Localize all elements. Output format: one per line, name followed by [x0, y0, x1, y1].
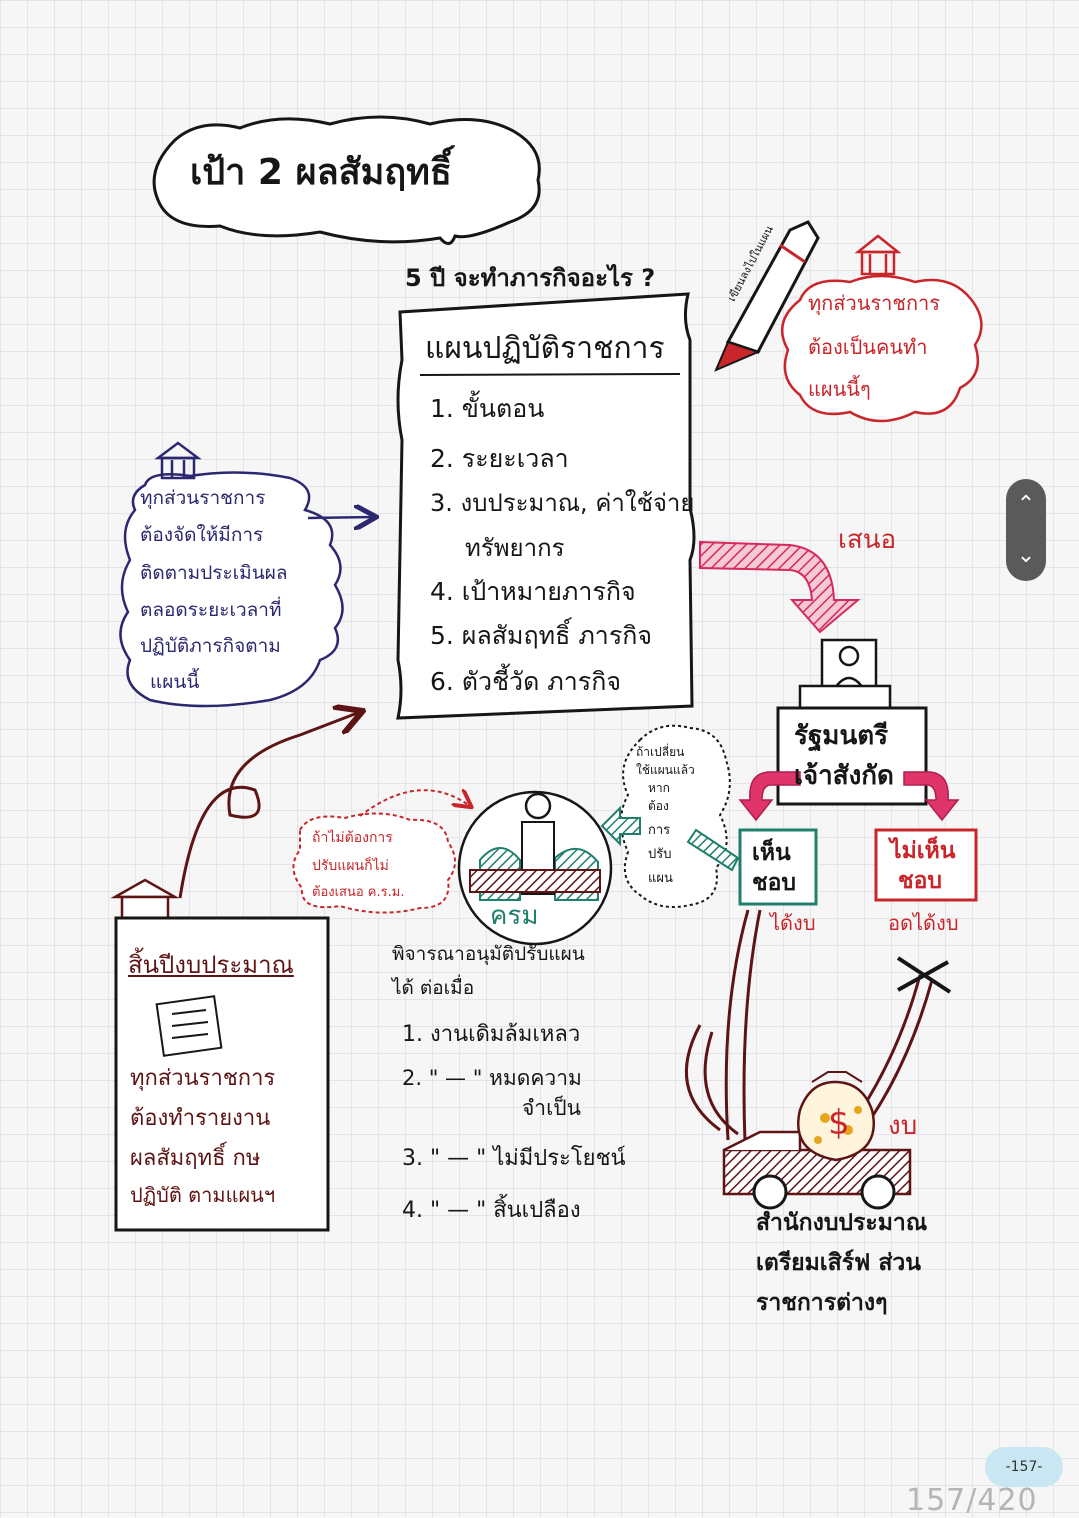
red-cloud-line-1: ทุกส่วนราชการ [808, 291, 941, 315]
teal-cloud-line-2: ใช้แผนแล้ว [636, 763, 695, 777]
small-red-cloud-line-3: ต้องเสนอ ค.ร.ม. [312, 885, 405, 900]
branch-arrow-left [738, 771, 801, 822]
teal-cloud-line-1: ถ้าเปลี่ยน [636, 745, 685, 759]
disagree-result: อดได้งบ [888, 911, 959, 935]
teal-arrow-from-agree [686, 828, 740, 872]
teal-cloud-line-4: ต้อง [648, 799, 669, 813]
plan-heading-underline [419, 373, 681, 376]
cabinet-item-1: 1. งานเดิมล้มเหลว [402, 1022, 581, 1047]
money-label: งบ [888, 1111, 918, 1141]
agree-box [738, 828, 818, 906]
agree-label-2: ชอบ [752, 870, 797, 896]
red-cloud-line-3: แผนนี้ๆ [808, 377, 871, 401]
money-truck-icon: $ [722, 1071, 912, 1210]
page-number-badge: -157- [985, 1447, 1063, 1487]
budget-bureau-line-1: สำนักงบประมาณ [756, 1210, 928, 1236]
branch-arrow-right [903, 771, 960, 822]
page-counter: 157/420 [906, 1483, 1038, 1518]
cabinet-item-3: 3. " — " ไม่มีประโยชน์ [402, 1146, 626, 1171]
plan-paper [396, 292, 696, 720]
checklist-icon [155, 995, 223, 1057]
plan-item-3: 3. งบประมาณ, ค่าใช้จ่าย [430, 489, 695, 517]
navy-cloud-line-6: แผนนี้ [150, 671, 200, 693]
red-cloud-line-2: ต้องเป็นคนทำ [808, 335, 928, 359]
navy-arrow [307, 517, 374, 518]
plan-item-5: 5. ผลสัมฤทธิ์ ภารกิจ [430, 621, 653, 650]
question-text: 5 ปี จะทำภารกิจอะไร ? [405, 264, 656, 292]
cabinet-label: ครม [490, 901, 539, 931]
year-end-line-2: ต้องทำรายงาน [130, 1106, 271, 1131]
pen-icon [714, 220, 820, 372]
teal-cloud-line-6: ปรับ [648, 847, 672, 862]
navy-cloud [119, 471, 344, 708]
navy-cloud-line-3: ติดตามประเมินผล [140, 562, 288, 584]
agree-result: ได้งบ [770, 911, 816, 935]
red-cloud [780, 274, 983, 423]
small-red-cloud-line-2: ปรับแผนก็ไม่ [312, 858, 389, 874]
report-house-icon [110, 878, 180, 921]
small-red-cloud-line-1: ถ้าไม่ต้องการ [312, 830, 393, 846]
disagree-box [874, 828, 978, 902]
budget-flow-lines [724, 909, 762, 1143]
propose-arrow [699, 540, 861, 634]
red-dashed-arrow [359, 790, 470, 817]
title-cloud [152, 115, 541, 245]
budget-bureau-line-2: เตรียมเสิร์ฟ ส่วน [756, 1250, 922, 1276]
agree-label-1: เห็น [752, 840, 791, 866]
minister-box [776, 706, 928, 806]
government-building-icon [854, 234, 902, 276]
plan-heading: แผนปฏิบัติราชการ [425, 331, 665, 366]
year-end-line-4: ปฏิบัติ ตามแผนฯ [130, 1183, 276, 1207]
svg-text:$: $ [828, 1103, 850, 1143]
teal-cloud-line-5: การ [648, 823, 671, 838]
plan-item-2: 2. ระยะเวลา [430, 444, 569, 473]
plan-item-3b: ทรัพยากร [465, 534, 565, 562]
plan-item-4: 4. เป้าหมายภารกิจ [430, 577, 636, 606]
navy-cloud-line-5: ปฏิบัติภารกิจตาม [140, 635, 281, 657]
propose-label: เสนอ [838, 525, 897, 555]
small-red-cloud [292, 812, 456, 914]
teal-cloud [620, 724, 731, 908]
chevron-down-icon[interactable]: ⌄ [1016, 542, 1036, 568]
page-scroll-control[interactable]: ⌃ ⌄ [1006, 479, 1046, 581]
chevron-up-icon[interactable]: ⌃ [1016, 491, 1036, 517]
government-building-icon-left [154, 441, 202, 480]
plan-item-6: 6. ตัวชี้วัด ภารกิจ [430, 667, 621, 696]
navy-cloud-line-1: ทุกส่วนราชการ [140, 487, 266, 509]
cabinet-item-2b: จำเป็น [522, 1096, 581, 1120]
cross-icon [896, 956, 952, 994]
teal-cloud-line-7: แผน [648, 871, 673, 886]
cabinet-item-4: 4. " — " สิ้นเปลือง [402, 1198, 581, 1223]
disagree-label-1: ไม่เห็น [890, 838, 956, 864]
disagree-label-2: ชอบ [898, 868, 943, 894]
cabinet-intro-2: ได้ ต่อเมื่อ [392, 977, 475, 999]
navy-cloud-line-4: ตลอดระยะเวลาที่ [140, 599, 282, 621]
minister-line-2: เจ้าสังกัด [794, 761, 894, 791]
curve-to-cross [858, 974, 934, 1121]
minister-line-1: รัฐมนตรี [794, 721, 889, 751]
minister-figure-icon [798, 638, 892, 712]
navy-cloud-line-2: ต้องจัดให้มีการ [140, 524, 264, 546]
year-end-line-3: ผลสัมฤทธิ์ กษ [130, 1146, 261, 1171]
cabinet-item-2: 2. " — " หมดความ [402, 1066, 582, 1090]
year-end-line-1: ทุกส่วนราชการ [130, 1066, 276, 1091]
teal-cloud-line-3: หาก [648, 781, 670, 795]
cabinet-group-icon [457, 790, 613, 946]
report-arrow [178, 712, 360, 899]
year-end-heading: สิ้นปีงบประมาณ [128, 951, 294, 979]
budget-bureau-line-3: ราชการต่างๆ [756, 1290, 888, 1316]
cabinet-intro-1: พิจารณาอนุมัติปรับแผน [392, 943, 585, 965]
teal-arrow-to-cabinet [600, 805, 641, 847]
plan-item-1: 1. ขั้นตอน [430, 394, 545, 423]
year-end-board [114, 916, 330, 1232]
title-text: เป้า 2 ผลสัมฤทธิ์ [190, 152, 452, 193]
